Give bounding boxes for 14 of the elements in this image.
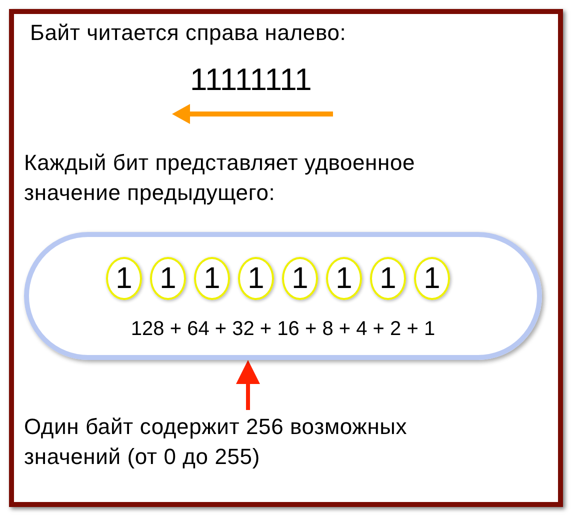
bit-circle: 1 [150,257,186,300]
bit-circle: 1 [282,257,318,300]
arrow [236,360,260,410]
bit-circle: 1 [414,257,450,300]
bit-circle: 1 [326,257,362,300]
bit-circle: 1 [370,257,406,300]
bit-circle: 1 [194,257,230,300]
sum-text: 128 + 64 + 32 + 16 + 8 + 4 + 2 + 1 [130,317,436,341]
binary-number: 11111111 [190,62,312,98]
note-text: Один байт содержит 256 возможных значений (от 0 до 255) [24,412,464,472]
bit-circle: 1 [106,257,142,300]
description-text: Каждый бит представляет удвоенное значение предыдущего: [24,149,416,207]
heading-text: Байт читается справа налево: [30,19,346,47]
bit-circle: 1 [238,257,274,300]
